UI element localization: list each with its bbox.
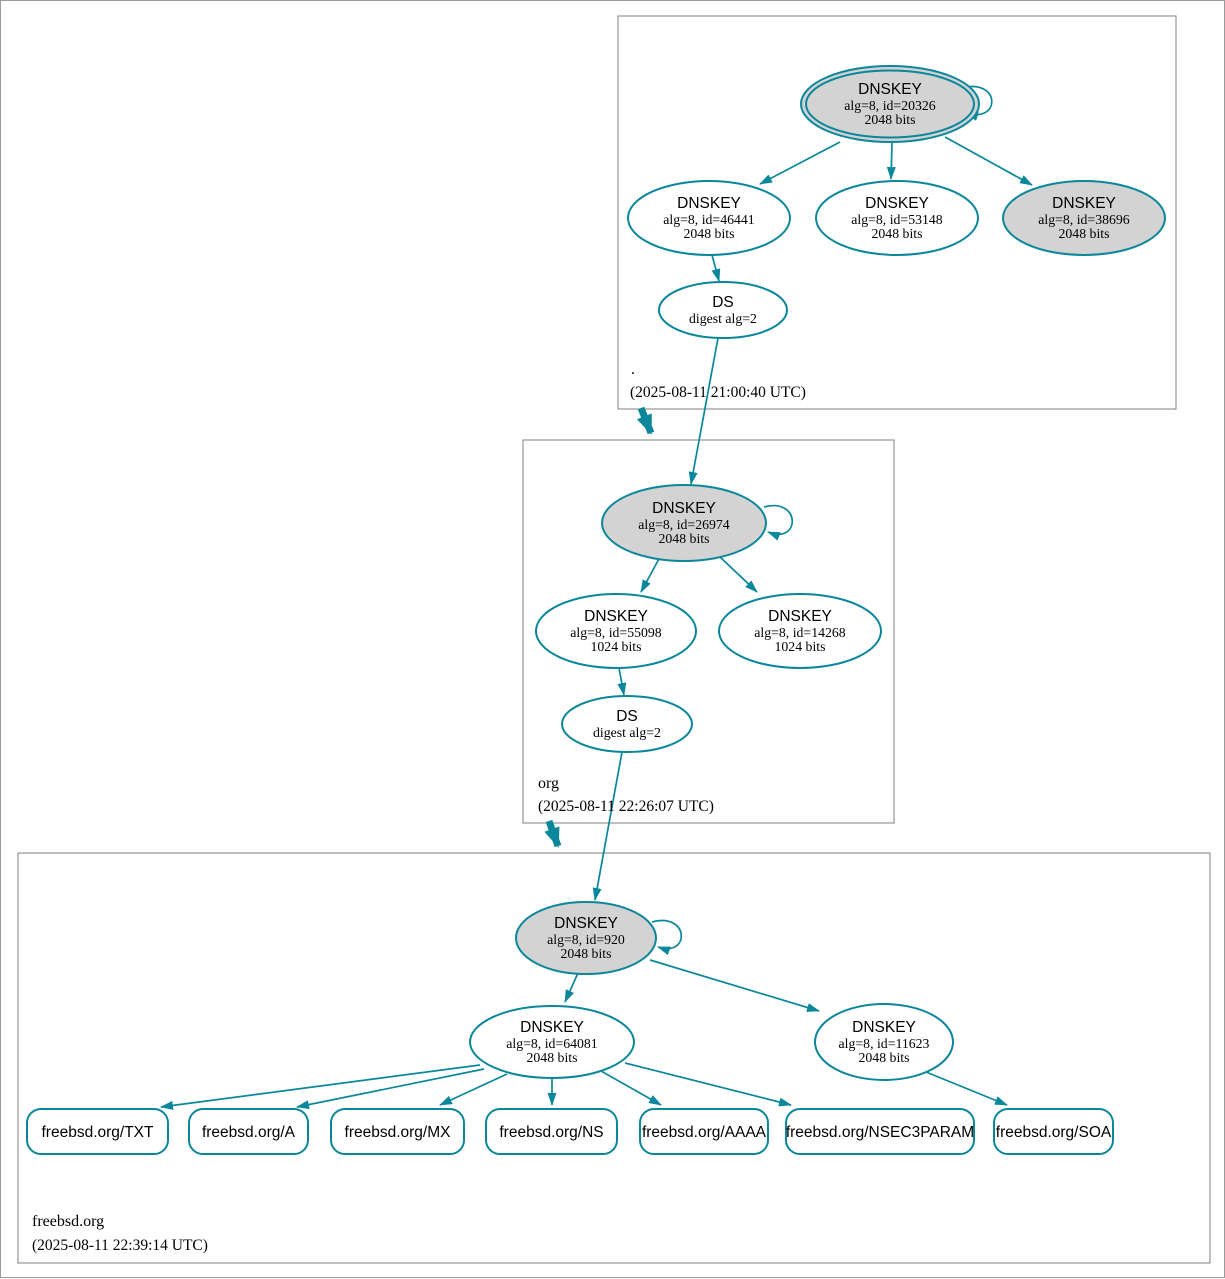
- zone-name-root: .: [631, 361, 635, 378]
- edge-64081-to-aaaa: [600, 1070, 662, 1106]
- node-bits: 2048 bits: [659, 531, 710, 546]
- node-detail: alg=8, id=38696: [1038, 212, 1130, 227]
- node-bits: 2048 bits: [561, 946, 612, 961]
- edge-root-ds-to-26974: [688, 337, 719, 485]
- dnskey-node-14268[interactable]: DNSKEY alg=8, id=14268 1024 bits: [718, 593, 882, 669]
- rrset-label: freebsd.org/AAAA: [642, 1124, 767, 1141]
- node-detail: alg=8, id=53148: [851, 212, 943, 227]
- node-detail: alg=8, id=64081: [506, 1036, 598, 1051]
- node-detail: alg=8, id=920: [547, 932, 625, 947]
- node-detail: alg=8, id=46441: [663, 212, 755, 227]
- edge-64081-to-a: [296, 1068, 485, 1110]
- rrset-node-freebsd-org-mx[interactable]: freebsd.org/MX: [330, 1108, 465, 1155]
- node-type: DNSKEY: [677, 195, 741, 212]
- rrset-node-freebsd-org-a[interactable]: freebsd.org/A: [188, 1108, 309, 1155]
- ds-node-org[interactable]: DS digest alg=2: [561, 695, 693, 753]
- dnskey-node-920[interactable]: DNSKEY alg=8, id=920 2048 bits: [515, 901, 657, 975]
- node-type: DNSKEY: [584, 608, 648, 625]
- node-type: DNSKEY: [652, 500, 716, 517]
- edge-920-to-11623: [649, 959, 820, 1012]
- node-type: DS: [712, 294, 734, 311]
- node-type: DNSKEY: [520, 1019, 584, 1036]
- dnskey-node-64081[interactable]: DNSKEY alg=8, id=64081 2048 bits: [469, 1005, 635, 1079]
- edge-26974-to-55098: [640, 556, 661, 593]
- node-detail: alg=8, id=14268: [754, 625, 846, 640]
- node-bits: 2048 bits: [684, 226, 735, 241]
- node-type: DNSKEY: [865, 195, 929, 212]
- edge-20326-to-38696: [944, 136, 1033, 186]
- zone-timestamp-org: (2025-08-11 22:26:07 UTC): [538, 798, 714, 815]
- zone-box-freebsd-org: [17, 852, 1211, 1264]
- delegation-arrow-org-to-freebsd-org: [544, 819, 562, 848]
- node-detail: alg=8, id=20326: [844, 98, 936, 113]
- rrset-node-freebsd-org-aaaa[interactable]: freebsd.org/AAAA: [639, 1108, 769, 1155]
- zone-timestamp-freebsd-org: (2025-08-11 22:39:14 UTC): [32, 1237, 208, 1254]
- node-type: DNSKEY: [554, 915, 618, 932]
- node-detail: alg=8, id=11623: [839, 1036, 930, 1051]
- rrset-node-freebsd-org-txt[interactable]: freebsd.org/TXT: [26, 1108, 169, 1155]
- ds-node-root[interactable]: DS digest alg=2: [658, 281, 788, 339]
- rrset-label: freebsd.org/NS: [499, 1124, 603, 1141]
- node-detail: digest alg=2: [593, 725, 661, 740]
- node-bits: 2048 bits: [872, 226, 923, 241]
- node-bits: 2048 bits: [527, 1050, 578, 1065]
- node-type: DNSKEY: [852, 1019, 916, 1036]
- edge-64081-to-txt: [160, 1064, 481, 1110]
- edge-26974-to-14268: [719, 556, 758, 593]
- dnskey-node-55098[interactable]: DNSKEY alg=8, id=55098 1024 bits: [535, 593, 697, 669]
- edge-46441-to-ds: [711, 254, 721, 282]
- node-bits: 2048 bits: [859, 1050, 910, 1065]
- zone-name-freebsd-org: freebsd.org: [32, 1213, 104, 1230]
- dnskey-node-26974[interactable]: DNSKEY alg=8, id=26974 2048 bits: [601, 484, 767, 562]
- node-detail: alg=8, id=26974: [638, 517, 730, 532]
- node-bits: 2048 bits: [865, 112, 916, 127]
- dnskey-node-38696[interactable]: DNSKEY alg=8, id=38696 2048 bits: [1002, 180, 1166, 256]
- rrset-label: freebsd.org/A: [202, 1124, 296, 1141]
- edge-64081-to-mx: [439, 1073, 508, 1106]
- edge-11623-to-soa: [925, 1071, 1008, 1106]
- zone-timestamp-root: (2025-08-11 21:00:40 UTC): [630, 384, 806, 401]
- node-detail: alg=8, id=55098: [570, 625, 662, 640]
- rrset-node-freebsd-org-nsec3param[interactable]: freebsd.org/NSEC3PARAM: [785, 1108, 975, 1155]
- rrset-node-freebsd-org-soa[interactable]: freebsd.org/SOA: [993, 1108, 1114, 1155]
- edge-20326-to-46441: [759, 141, 841, 185]
- dnskey-node-53148[interactable]: DNSKEY alg=8, id=53148 2048 bits: [815, 180, 979, 256]
- edge-920-to-64081: [564, 972, 579, 1003]
- node-type: DNSKEY: [1052, 195, 1116, 212]
- zone-box-org: [522, 439, 895, 824]
- node-type: DS: [616, 708, 638, 725]
- dnskey-node-11623[interactable]: DNSKEY alg=8, id=11623 2048 bits: [814, 1003, 954, 1081]
- edge-64081-to-nsec3param: [624, 1062, 792, 1107]
- selfloop-26974: [763, 504, 794, 541]
- edge-20326-to-53148: [886, 142, 896, 180]
- rrset-label: freebsd.org/MX: [345, 1124, 452, 1141]
- dnskey-node-46441[interactable]: DNSKEY alg=8, id=46441 2048 bits: [627, 180, 791, 256]
- dnskey-node-20326[interactable]: DNSKEY alg=8, id=20326 2048 bits: [800, 65, 980, 143]
- node-type: DNSKEY: [768, 608, 832, 625]
- zone-name-org: org: [538, 775, 559, 792]
- rrset-label: freebsd.org/NSEC3PARAM: [786, 1124, 974, 1141]
- node-bits: 1024 bits: [775, 639, 826, 654]
- node-bits: 2048 bits: [1059, 226, 1110, 241]
- node-detail: digest alg=2: [689, 311, 757, 326]
- node-type: DNSKEY: [858, 81, 922, 98]
- zone-box-root: [617, 15, 1177, 410]
- rrset-label: freebsd.org/TXT: [42, 1124, 155, 1141]
- node-bits: 1024 bits: [591, 639, 642, 654]
- selfloop-920: [651, 919, 683, 956]
- rrset-node-freebsd-org-ns[interactable]: freebsd.org/NS: [485, 1108, 618, 1155]
- edge-55098-to-ds: [617, 667, 627, 696]
- rrset-label: freebsd.org/SOA: [996, 1124, 1112, 1141]
- delegation-arrow-root-to-org: [636, 406, 655, 435]
- edge-org-ds-to-920: [592, 751, 623, 901]
